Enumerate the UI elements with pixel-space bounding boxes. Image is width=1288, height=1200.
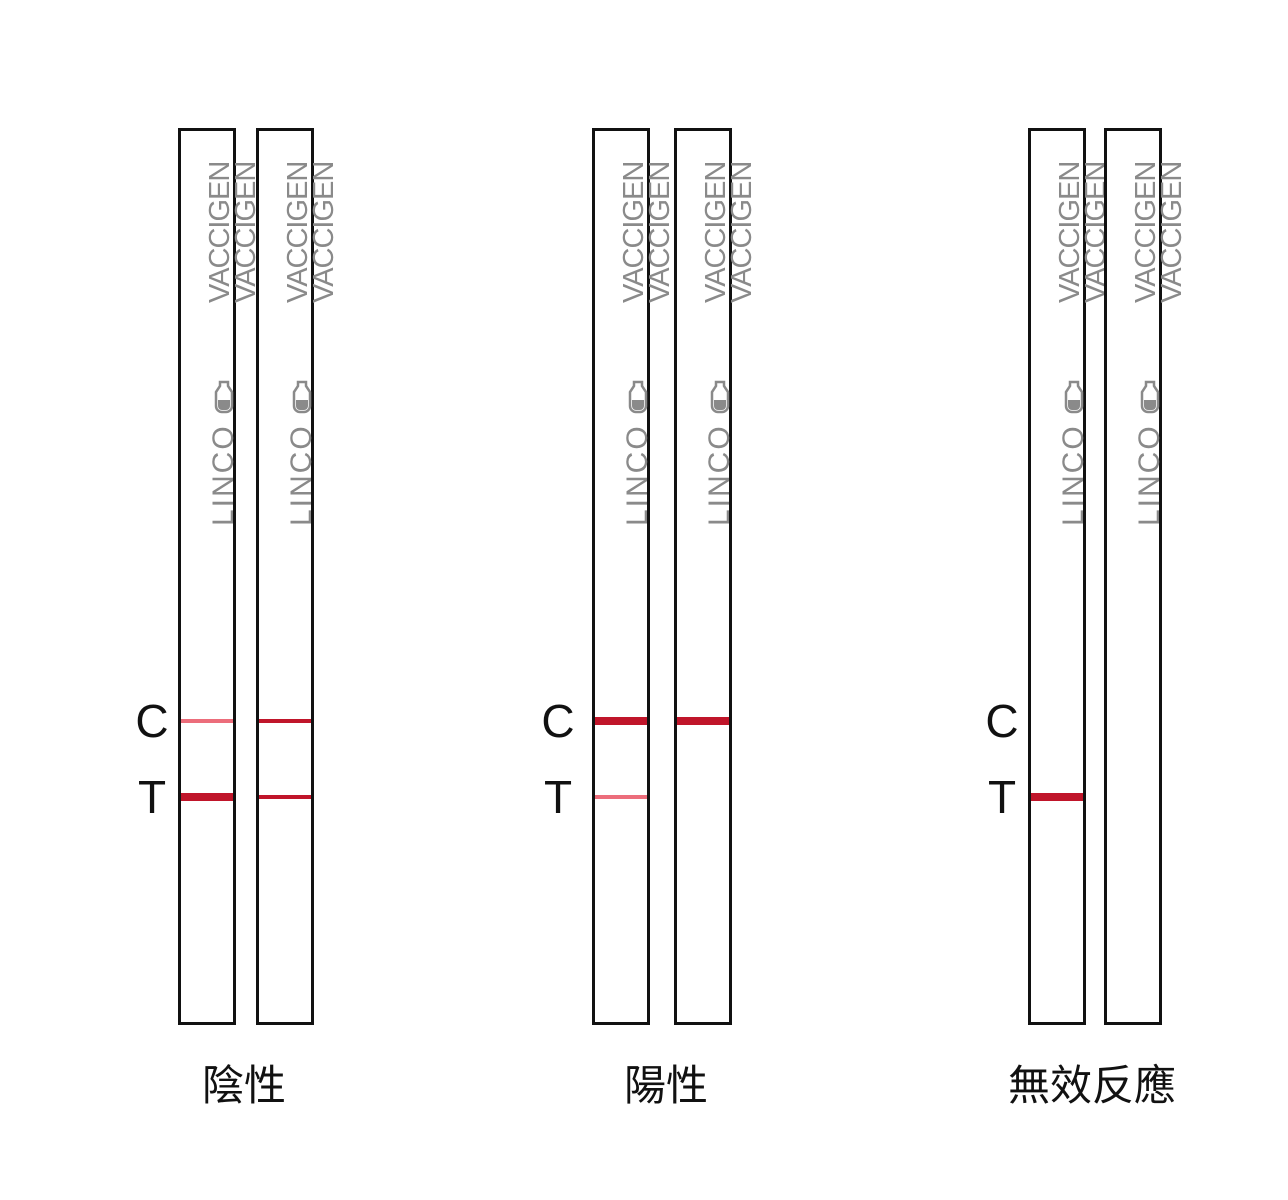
vial-icon xyxy=(292,381,312,414)
group-title: 陰性 xyxy=(202,1061,287,1110)
t-label: T xyxy=(543,771,573,823)
brand-vaccigen: VACCIGEN VACCIGEN xyxy=(1130,161,1188,303)
vial-icon xyxy=(1064,381,1084,414)
brand-linco: LINCO xyxy=(285,336,319,526)
test-strip: VACCIGEN VACCIGEN LINCO xyxy=(1028,128,1112,1025)
brand-vaccigen: VACCIGEN VACCIGEN xyxy=(1054,161,1112,303)
brand-vaccigen: VACCIGEN VACCIGEN xyxy=(204,161,262,303)
brand-linco: LINCO xyxy=(621,336,655,526)
test-band xyxy=(181,793,233,801)
group-title: 無效反應 xyxy=(1008,1061,1177,1110)
brand-linco: LINCO xyxy=(207,336,241,526)
result-group-invalid: C T VACCIGEN VACCIGEN LINCO VACCIGEN VAC… xyxy=(980,0,1280,1200)
result-group-positive: C T VACCIGEN VACCIGEN LINCO VACCIGEN VAC… xyxy=(536,0,836,1200)
brand-linco: LINCO xyxy=(1057,336,1091,526)
test-strip: VACCIGEN VACCIGEN LINCO xyxy=(178,128,262,1025)
control-band xyxy=(259,719,311,723)
brand-vaccigen: VACCIGEN VACCIGEN xyxy=(700,161,758,303)
test-strip: VACCIGEN VACCIGEN LINCO xyxy=(592,128,676,1025)
result-group-negative: C T VACCIGEN VACCIGEN LINCO VACCIGEN VAC… xyxy=(130,0,430,1200)
brand-linco: LINCO xyxy=(1133,336,1167,526)
vial-icon xyxy=(214,381,234,414)
brand-vaccigen: VACCIGEN VACCIGEN xyxy=(618,161,676,303)
c-label: C xyxy=(541,695,575,747)
control-band xyxy=(595,717,647,725)
vial-icon xyxy=(628,381,648,414)
group-title: 陽性 xyxy=(624,1061,709,1110)
test-band xyxy=(595,795,647,799)
brand-linco: LINCO xyxy=(703,336,737,526)
t-label: T xyxy=(987,771,1017,823)
c-label: C xyxy=(135,695,169,747)
c-label: C xyxy=(985,695,1019,747)
test-band xyxy=(259,795,311,799)
test-band xyxy=(1031,793,1083,801)
control-band xyxy=(677,717,729,725)
test-strip: VACCIGEN VACCIGEN LINCO xyxy=(1104,128,1188,1025)
vial-icon xyxy=(1140,381,1160,414)
vial-icon xyxy=(710,381,730,414)
brand-vaccigen: VACCIGEN VACCIGEN xyxy=(282,161,340,303)
test-strip: VACCIGEN VACCIGEN LINCO xyxy=(256,128,340,1025)
control-band xyxy=(181,719,233,723)
t-label: T xyxy=(137,771,167,823)
test-strip: VACCIGEN VACCIGEN LINCO xyxy=(674,128,758,1025)
